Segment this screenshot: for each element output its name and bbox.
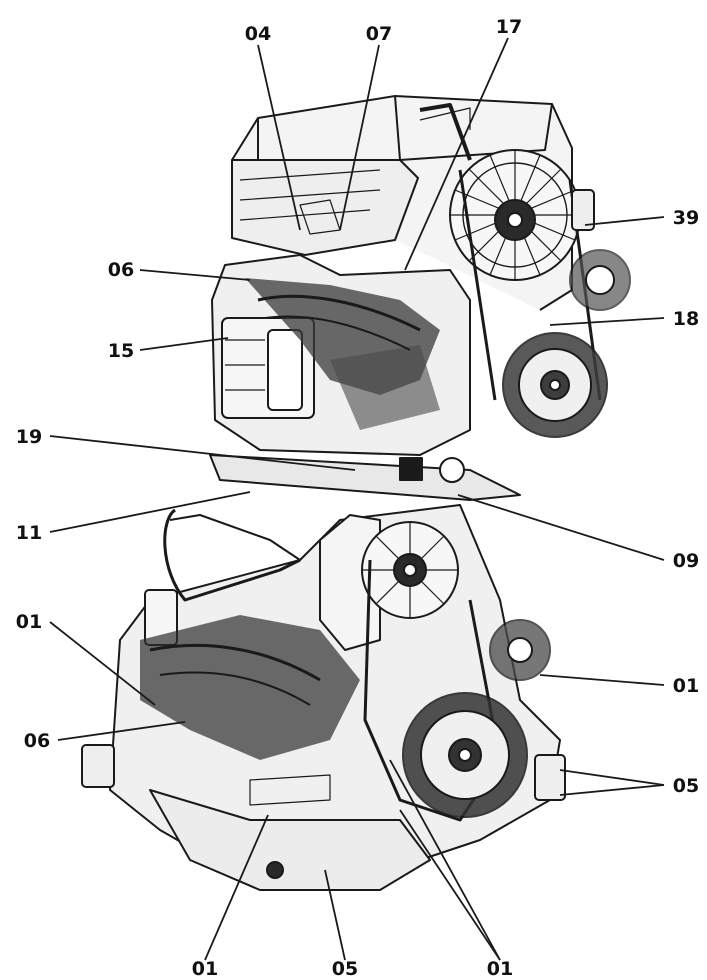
callout-01-bottom-left: 01 (192, 958, 218, 980)
callout-07: 07 (366, 23, 392, 45)
callout-05-bottom: 05 (332, 958, 358, 980)
callout-06-lower: 06 (24, 730, 50, 752)
callout-05-right: 05 (673, 775, 699, 797)
callout-18: 18 (673, 308, 699, 330)
callout-06-upper: 06 (108, 259, 134, 281)
callout-17: 17 (496, 16, 522, 38)
callout-39: 39 (673, 207, 699, 229)
callout-labels: 04 07 17 39 06 18 15 19 11 09 01 01 06 0… (16, 16, 699, 980)
lower-engine (81, 504, 566, 891)
callout-15: 15 (108, 340, 134, 362)
callout-01-right: 01 (673, 675, 699, 697)
upper-engine (209, 95, 631, 501)
callout-01-left: 01 (16, 611, 42, 633)
callout-09: 09 (673, 550, 699, 572)
callout-19: 19 (16, 426, 42, 448)
leader-lines (49, 37, 665, 961)
callout-01-bottom-right: 01 (487, 958, 513, 980)
callout-04: 04 (245, 23, 271, 45)
callout-11: 11 (16, 522, 42, 544)
